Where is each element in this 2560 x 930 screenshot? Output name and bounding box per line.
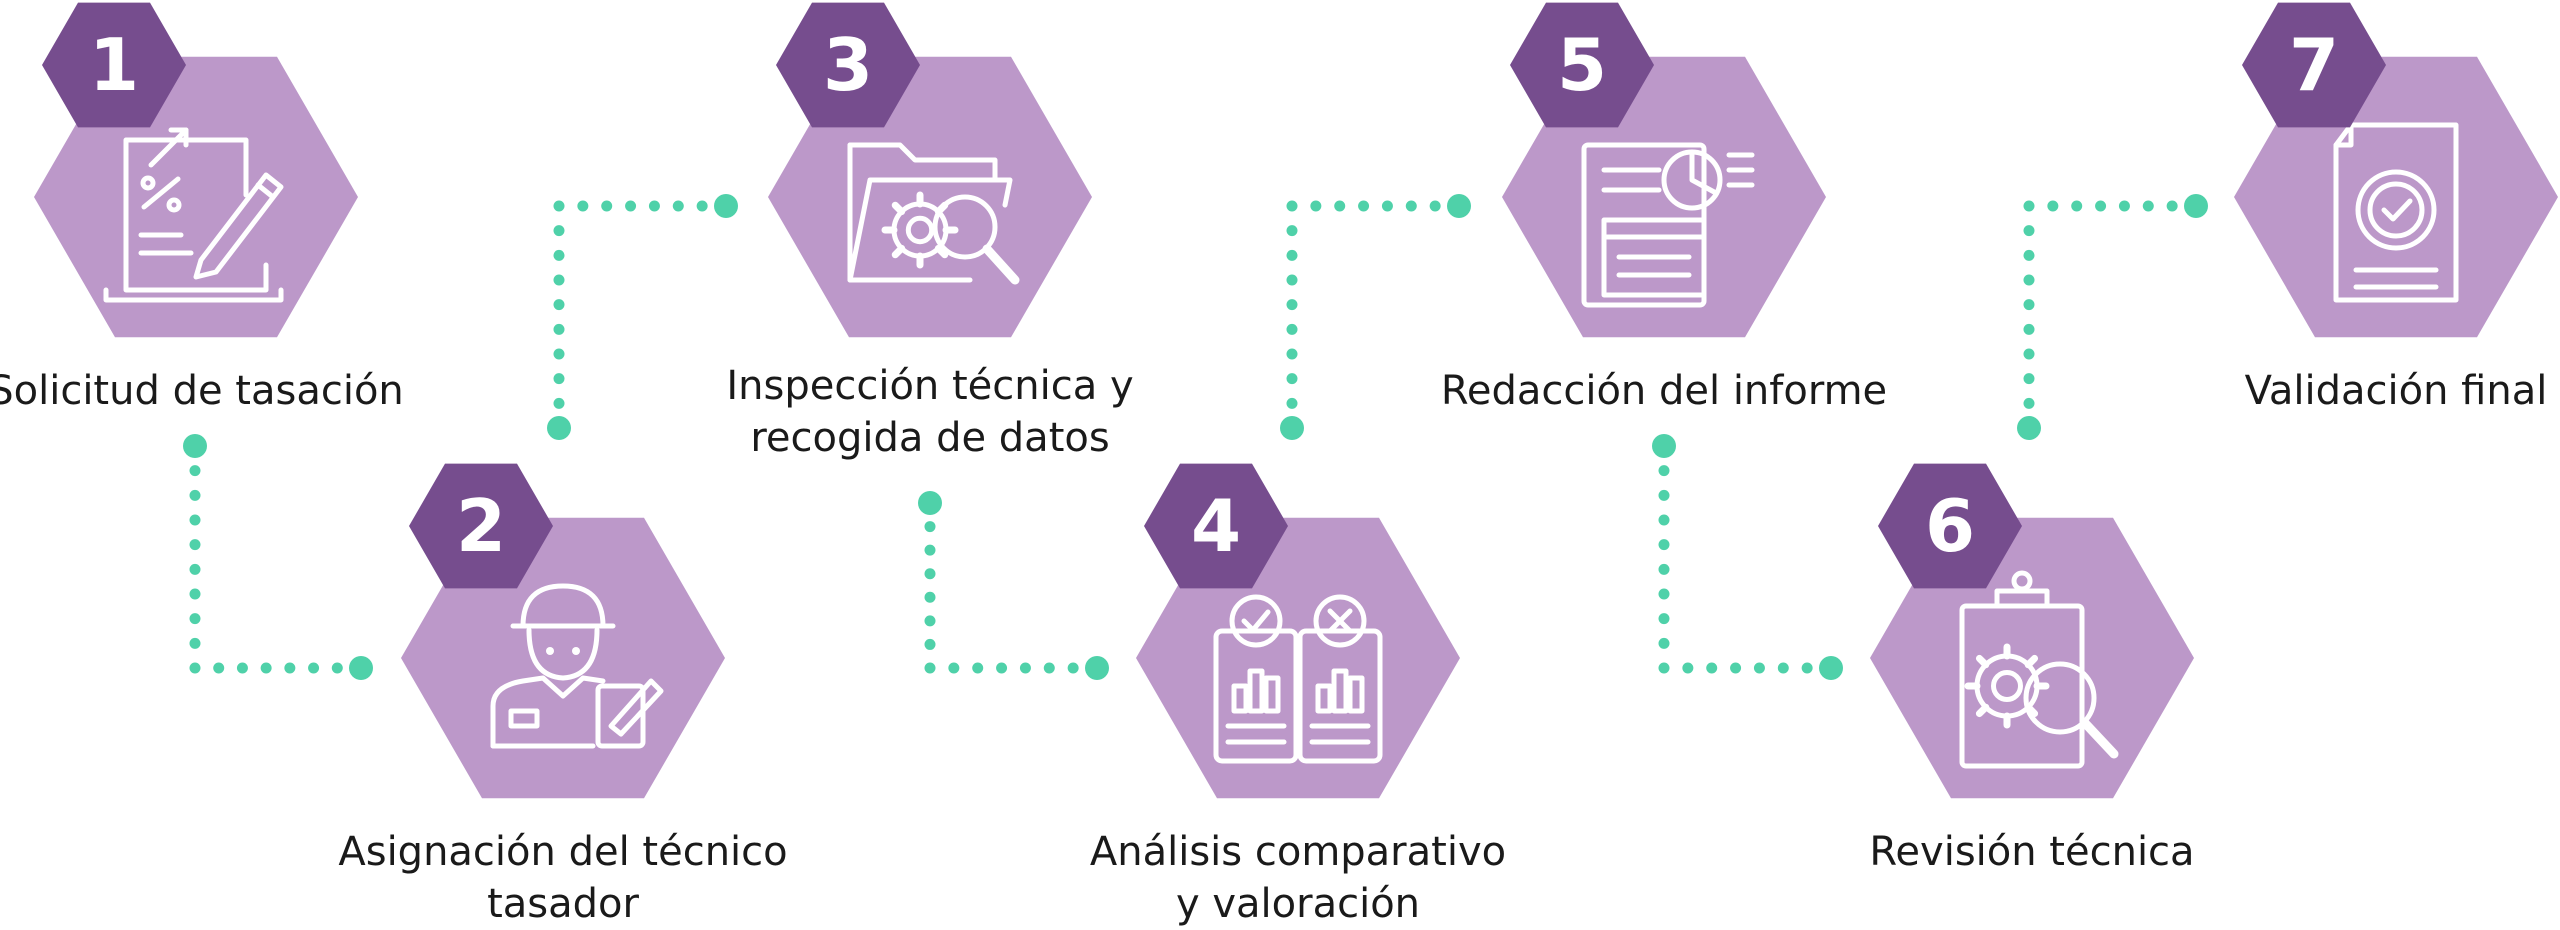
step-label-line: Revisión técnica [1869,829,2195,875]
connector-end-dot [349,656,373,680]
step-label: Análisis comparativo y valoración [1018,826,1578,930]
connector-end-dot [1280,416,1304,440]
connectors [183,194,2208,680]
step-label: Asignación del técnico tasador [283,826,843,930]
step-7: 7 [2234,2,2558,338]
form-edit-icon [103,127,284,303]
step-label: Solicitud de tasación [0,365,476,417]
connector-end-dot [183,434,207,458]
step-label-line: Validación final [2244,368,2548,414]
approved-document-icon [2333,122,2459,303]
step-hexagons: 1 2 3 4 5 6 7 [34,2,2558,799]
step-number: 3 [823,23,873,107]
technician-icon [490,583,664,749]
step-number-badge [42,2,186,128]
step-label-line: Solicitud de tasación [0,368,404,414]
connector-1-2 [183,434,373,680]
step-label-line: Asignación del técnico [338,829,788,875]
connector-end-dot [2184,194,2208,218]
connector-end-dot [1447,194,1471,218]
step-number: 4 [1191,484,1241,568]
connector-4-5 [1280,194,1471,440]
step-label: Revisión técnica [1752,826,2312,878]
step-2: 2 [401,463,725,799]
step-label-line: Redacción del informe [1440,368,1888,414]
clipboard-gear-icon [1959,570,2119,769]
step-6: 6 [1870,463,2194,799]
connector-end-dot [1819,656,1843,680]
connector-end-dot [714,194,738,218]
step-number: 2 [456,484,506,568]
step-label-line: tasador [487,881,639,927]
step-label-line: y valoración [1175,881,1421,927]
step-4: 4 [1136,463,1460,799]
step-number-badge [409,463,553,589]
connector-3-4 [918,491,1109,680]
step-number: 6 [1925,484,1975,568]
step-label-line: Inspección técnica y [726,363,1134,409]
step-number-badge [1144,463,1288,589]
step-number-badge [1510,2,1654,128]
step-number: 1 [89,23,139,107]
connector-end-dot [547,416,571,440]
step-5: 5 [1502,2,1826,338]
step-number: 7 [2289,23,2339,107]
step-number: 5 [1557,23,1607,107]
step-number-badge [2242,2,2386,128]
connector-end-dot [1085,656,1109,680]
step-number-badge [776,2,920,128]
step-label-line: Análisis comparativo [1089,829,1507,875]
report-icon [1581,142,1755,308]
connector-2-3 [547,194,738,440]
step-label-line: recogida de datos [750,415,1110,461]
connector-5-6 [1652,434,1843,680]
connector-6-7 [2017,194,2208,440]
folder-search-icon [847,142,1020,285]
step-label: Inspección técnica y recogida de datos [650,360,1210,464]
step-label: Redacción del informe [1384,365,1944,417]
step-1: 1 [34,2,358,338]
compare-charts-icon [1213,594,1383,764]
connector-end-dot [918,491,942,515]
step-3: 3 [768,2,1092,338]
step-number-badge [1878,463,2022,589]
step-label: Validación final [2116,365,2560,417]
connector-end-dot [1652,434,1676,458]
connector-end-dot [2017,416,2041,440]
